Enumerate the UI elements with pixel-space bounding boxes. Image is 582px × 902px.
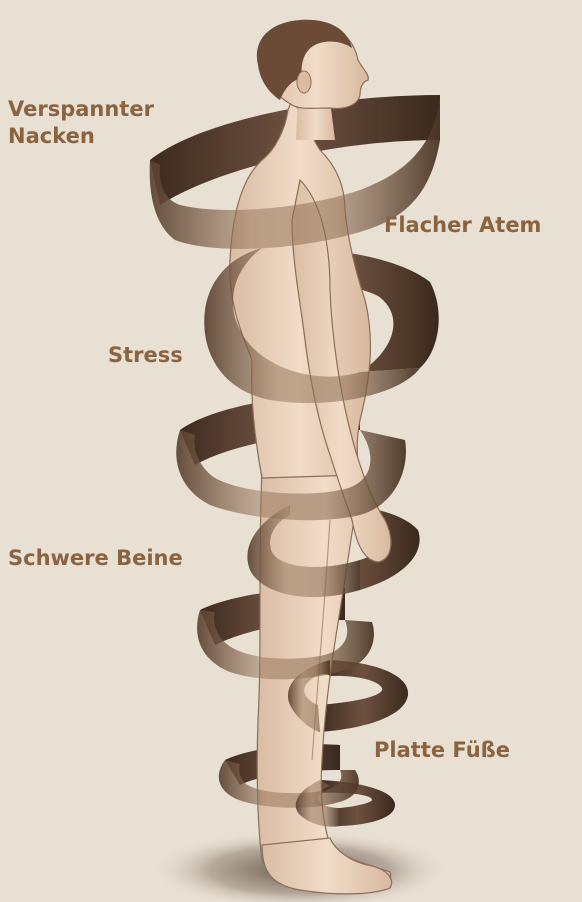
label-stress: Stress <box>108 342 183 369</box>
label-neck-line1: Verspannter <box>8 96 154 123</box>
label-platte-fuesse: Platte Füße <box>374 737 510 764</box>
label-verspannter-nacken: Verspannter Nacken <box>8 96 154 150</box>
label-schwere-beine: Schwere Beine <box>8 545 183 572</box>
label-neck-line2: Nacken <box>8 123 154 150</box>
label-flacher-atem: Flacher Atem <box>384 212 541 239</box>
